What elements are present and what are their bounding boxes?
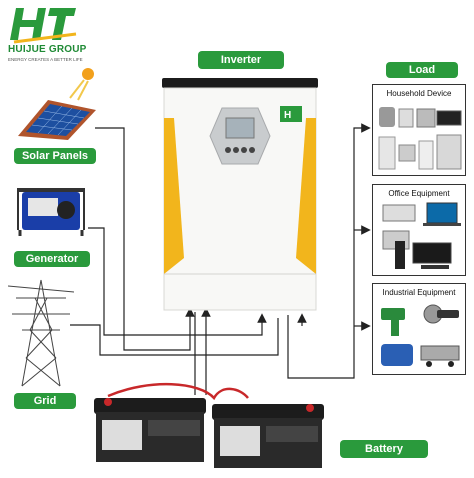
battery-cable xyxy=(107,382,249,401)
inverter-label: Inverter xyxy=(198,51,284,69)
battery-left-icon xyxy=(92,394,208,464)
brand-slogan: ENERGY CREATES A BETTER LIFE xyxy=(8,57,83,62)
svg-text:H: H xyxy=(284,110,291,121)
solar-panels-icon xyxy=(18,96,96,140)
office-equipment-box: Office Equipment xyxy=(372,184,466,276)
office-devices-icon xyxy=(382,202,461,269)
grid-line xyxy=(70,318,279,356)
load-label: Load xyxy=(386,62,458,78)
solar-line xyxy=(95,127,195,351)
sun-icon xyxy=(58,64,98,104)
inverter-unit: H xyxy=(160,78,320,314)
battery-right-icon xyxy=(210,400,326,470)
brand-name: HUIJUE GROUP xyxy=(8,44,87,55)
battery-label: Battery xyxy=(340,440,428,458)
brand-logo: HUIJUE GROUP ENERGY CREATES A BETTER LIF… xyxy=(6,4,96,64)
solar-panels-label: Solar Panels xyxy=(14,148,96,164)
household-device-title: Household Device xyxy=(386,89,452,98)
industrial-tools-icon xyxy=(381,304,460,367)
office-equipment-title: Office Equipment xyxy=(388,189,450,198)
generator-icon xyxy=(14,186,88,238)
household-appliances-icon xyxy=(378,107,462,170)
industrial-equipment-box: Industrial Equipment xyxy=(372,283,466,375)
grid-tower-icon xyxy=(8,276,74,388)
household-device-box: Household Device xyxy=(372,84,466,176)
generator-label: Generator xyxy=(14,251,90,267)
grid-label: Grid xyxy=(14,393,76,409)
industrial-equipment-title: Industrial Equipment xyxy=(382,288,456,297)
logo-mark-icon xyxy=(10,8,77,44)
generator-line xyxy=(88,227,267,336)
load-line xyxy=(287,123,371,379)
